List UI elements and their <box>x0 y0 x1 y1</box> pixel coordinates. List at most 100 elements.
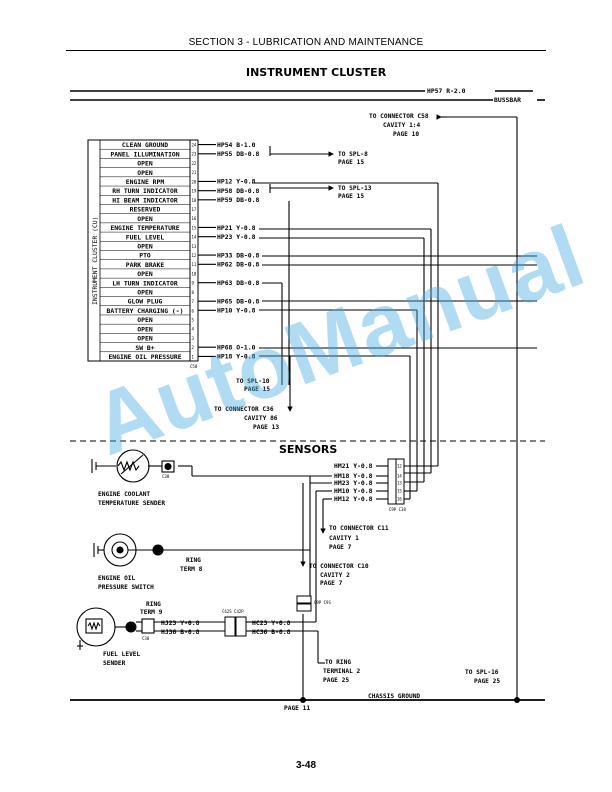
sensor-wire-label: HM23 Y-0.8 <box>334 479 373 487</box>
ref-c36-1: TO CONNECTOR C36 <box>214 406 274 413</box>
cluster-row-label: ENGINE OIL PRESSURE <box>108 353 181 361</box>
cluster-row-label: PTO <box>139 252 151 260</box>
ref-ring2-1: TO RING <box>325 659 351 666</box>
fuel-sender-line2: SENDER <box>103 660 126 667</box>
sensor-routing <box>178 465 438 700</box>
cluster-pin-number: 8 <box>192 290 195 295</box>
cluster-pin-number: 15 <box>192 225 197 230</box>
cluster-pin-number: 13 <box>192 244 197 249</box>
ref-c36-3: PAGE 13 <box>253 424 279 431</box>
cluster-pin-number: 21 <box>192 170 197 175</box>
ref-spl13-1: TO SPL-13 <box>338 185 372 192</box>
cluster-row-label: HI BEAM INDICATOR <box>112 196 178 204</box>
cluster-wire-label: HP21 Y-0.8 <box>217 224 256 232</box>
cluster-wire-label: HP33 DB-0.8 <box>217 251 259 259</box>
page-number: 3-48 <box>295 760 316 771</box>
cluster-pin-number: 19 <box>192 189 197 194</box>
cluster-pin-number: 1 <box>192 354 195 359</box>
cluster-wire-label: HP65 DB-0.8 <box>217 297 259 305</box>
ref-spl10-1: TO SPL-10 <box>236 378 270 385</box>
coolant-sender-symbol <box>91 449 175 483</box>
fuel-ring-2: TERM 9 <box>140 609 163 616</box>
cluster-wire-label: HP59 DB-0.8 <box>217 196 259 204</box>
sensor-wire-label: HM12 Y-0.8 <box>334 495 373 503</box>
cluster-row-label: ENGINE TEMPERATURE <box>110 224 179 232</box>
connector-c58-label: C58 <box>190 364 198 369</box>
inline-connector-c9-label: C9P C9S <box>314 600 331 605</box>
ref-c58-2: CAVITY 1:4 <box>383 122 421 129</box>
cluster-wire-label: HP10 Y-0.8 <box>217 307 256 315</box>
bus-lines <box>70 90 545 101</box>
cluster-pin-number: 10 <box>192 271 197 276</box>
cluster-row-label: OPEN <box>137 169 153 177</box>
oil-switch-line2: PRESSURE SWITCH <box>98 584 154 591</box>
cluster-row-label: OPEN <box>137 335 153 343</box>
fuel-wire-hj36: HJ36 B-0.8 <box>161 628 200 636</box>
bus-hp57-label: HP57 R-2.0 <box>427 87 466 95</box>
sensors-title: SENSORS <box>279 443 337 456</box>
header-rule <box>66 50 546 51</box>
cluster-pin-number: 24 <box>192 143 197 148</box>
ref-c11-1: TO CONNECTOR C11 <box>329 525 389 532</box>
cluster-pin-number: 18 <box>192 198 197 203</box>
cluster-pin-number: 9 <box>192 281 195 286</box>
sensor-connector-label: C9P C38 <box>389 507 406 512</box>
oil-switch-symbol <box>93 533 182 567</box>
fuel-conn-label: C38 <box>142 636 150 641</box>
cluster-pin-number: 17 <box>192 207 197 212</box>
cluster-pin-number: 7 <box>192 299 195 304</box>
bussbar-label: BUSSBAR <box>494 96 521 104</box>
ref-c58-3: PAGE 10 <box>393 131 419 138</box>
cluster-wire-label: HP54 B-1.0 <box>217 141 256 149</box>
page-header: SECTION 3 - LUBRICATION AND MAINTENANCE <box>188 37 424 48</box>
chassis-ground-label: CHASSIS GROUND <box>368 693 420 700</box>
coolant-conn-label: C38 <box>162 474 170 479</box>
cluster-pin-number: 20 <box>192 179 197 184</box>
cluster-row-label: GLOW PLUG <box>128 298 163 306</box>
cluster-wire-label: HP55 DB-0.8 <box>217 150 259 158</box>
fuel-sender-symbol <box>76 607 225 650</box>
sensor-wire-label: HM18 Y-0.8 <box>334 472 373 480</box>
ref-ring2-3: PAGE 25 <box>323 677 349 684</box>
fuel-wire-hj23: HJ23 Y-0.8 <box>161 619 200 627</box>
cluster-wire-label: HP68 O-1.0 <box>217 343 256 351</box>
cluster-wire-label: HP62 DB-0.8 <box>217 261 259 269</box>
cluster-row-label: OPEN <box>137 215 153 223</box>
ref-spl8-2: PAGE 15 <box>338 159 364 166</box>
fuel-wire-hc23: HC23 Y-0.8 <box>252 619 291 627</box>
page11-label: PAGE 11 <box>284 705 310 712</box>
ref-c11-3: PAGE 7 <box>329 544 352 551</box>
oil-switch-line1: ENGINE OIL <box>98 575 136 582</box>
sensor-pin-number: 12 <box>397 464 402 469</box>
cluster-row-label: OPEN <box>137 270 153 278</box>
cluster-wire-label: HP12 Y-0.8 <box>217 178 256 186</box>
cluster-pin-number: 5 <box>192 317 195 322</box>
cluster-pin-number: 11 <box>192 262 197 267</box>
sensor-pin-number: 15 <box>397 489 402 494</box>
coolant-sender-line1: ENGINE COOLANT <box>98 491 150 498</box>
fuel-ring-1: RING <box>146 601 161 608</box>
oil-ring-2: TERM 8 <box>180 566 203 573</box>
cluster-pin-number: 4 <box>192 327 195 332</box>
sensor-wire-label: HM21 Y-0.8 <box>334 462 373 470</box>
sensor-pin-number: 13 <box>397 481 402 486</box>
cluster-row-label: FUEL LEVEL <box>126 233 165 241</box>
ground-junction-right <box>514 697 520 703</box>
ref-spl16-1: TO SPL-16 <box>465 669 499 676</box>
cluster-wire-label: HP58 DB-0.8 <box>217 187 259 195</box>
cluster-row-label: OPEN <box>137 316 153 324</box>
cluster-row-label: RH TURN INDICATOR <box>112 187 178 195</box>
cluster-wire-label: HP63 DB-0.8 <box>217 279 259 287</box>
inline-connector-c9 <box>296 595 312 612</box>
sensor-pin-number: 14 <box>397 474 402 479</box>
cluster-row-label: BATTERY CHARGING (-) <box>107 307 184 315</box>
cluster-pin-number: 16 <box>192 216 197 221</box>
cluster-row-label: OPEN <box>137 289 153 297</box>
cluster-row-label: PARK BRAKE <box>126 261 165 269</box>
cluster-pin-number: 14 <box>192 235 197 240</box>
ref-c58-1: TO CONNECTOR C58 <box>369 113 429 120</box>
ref-spl8-1: TO SPL-8 <box>338 151 368 158</box>
